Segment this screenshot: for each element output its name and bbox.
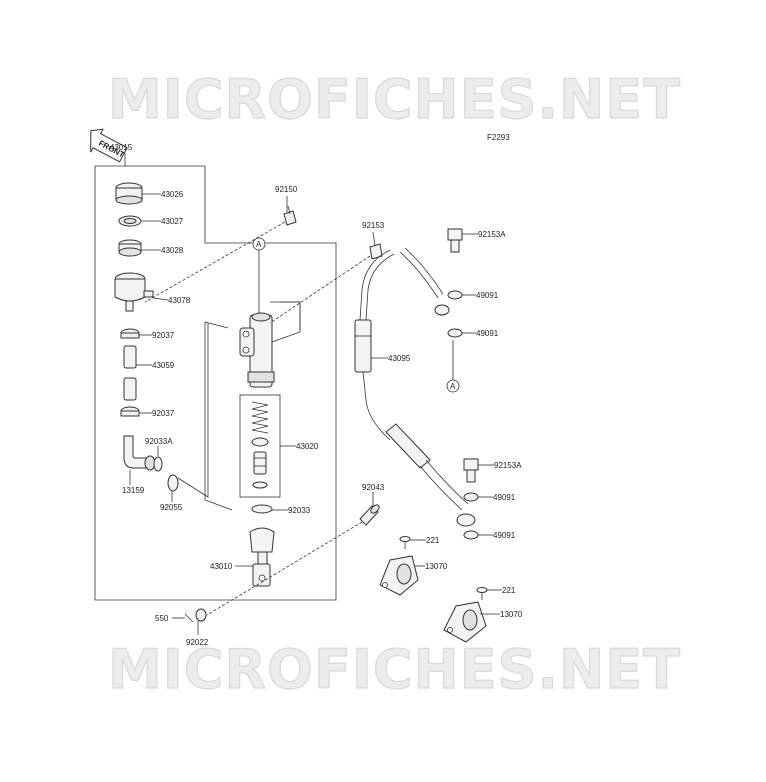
piston-kit-part [251,401,269,489]
hose-clamp-upper-part [120,328,140,339]
screw-221-lower-part [476,587,488,600]
banjo-bolt-upper-part [447,228,463,253]
label-43059: 43059 [152,361,175,370]
circlip-92055-part [167,474,179,492]
assembly-outline [94,165,337,601]
washer-49091-d-part [463,530,479,540]
label-13159: 13159 [122,486,145,495]
label-43078: 43078 [168,296,191,305]
label-92037-upper: 92037 [152,331,175,340]
cotter-pin-part [184,613,194,623]
clevis-pin-part [359,504,380,526]
label-92022: 92022 [186,638,209,647]
label-43015: 43015 [110,143,133,152]
label-13070-upper: 13070 [425,562,448,571]
label-43028: 43028 [161,246,184,255]
screw-221-upper-part [399,536,411,549]
front-arrow-icon: FRONT [90,128,128,163]
push-rod-part [249,527,275,587]
svg-text:A: A [256,240,262,249]
label-43010: 43010 [210,562,233,571]
figure-code: F2293 [487,133,510,142]
leader-92150 [144,221,286,303]
washer-49091-c-part [463,492,479,502]
hose-clamp-lower-part [120,406,140,417]
label-92055: 92055 [160,503,183,512]
washer-49091-a-part [447,290,463,300]
reference-marker-a-left: A [252,237,266,315]
label-92033: 92033 [288,506,311,515]
label-43026: 43026 [161,190,184,199]
reservoir-part [114,272,154,312]
label-49091-d: 49091 [493,531,516,540]
label-92043: 92043 [362,483,385,492]
label-43020: 43020 [296,442,319,451]
bolt-92150-part [283,205,297,226]
label-49091-c: 49091 [493,493,516,502]
label-550: 550 [155,614,169,623]
label-92037-lower: 92037 [152,409,175,418]
label-43027: 43027 [161,217,184,226]
circlip-92033-part [251,504,273,514]
label-92153a-upper: 92153A [478,230,506,239]
watermark-bottom: MICROFICHES.NET [108,638,681,701]
label-221-lower: 221 [502,586,516,595]
master-cylinder-body-part [239,312,275,388]
watermark-top: MICROFICHES.NET [108,68,681,131]
leader-92043 [206,521,363,616]
reference-marker-a-right: A [446,340,460,393]
label-13070-lower: 13070 [500,610,523,619]
reservoir-hose-part [123,345,137,401]
hose-clamp-13070-upper-part [379,555,419,596]
banjo-bolt-lower-part [463,458,479,483]
brake-hose-part [354,247,476,527]
label-92033a: 92033A [145,437,173,446]
label-221-upper: 221 [426,536,440,545]
o-ring-92033a-part [153,456,163,472]
label-49091-a: 49091 [476,291,499,300]
hose-clamp-13070-lower-part [443,601,487,643]
label-49091-b: 49091 [476,329,499,338]
leader-92153 [269,255,371,324]
label-92153a-lower: 92153A [494,461,522,470]
washer-92022-part [195,608,207,622]
label-92153: 92153 [362,221,385,230]
diaphragm-part [118,239,142,257]
diaphragm-plate-part [118,215,142,227]
elbow-fitting-part [123,435,156,471]
bolt-92153-part [369,243,383,260]
washer-49091-b-part [447,328,463,338]
svg-text:A: A [450,382,456,391]
label-43095: 43095 [388,354,411,363]
reservoir-cap-part [115,182,143,205]
label-92150: 92150 [275,185,298,194]
